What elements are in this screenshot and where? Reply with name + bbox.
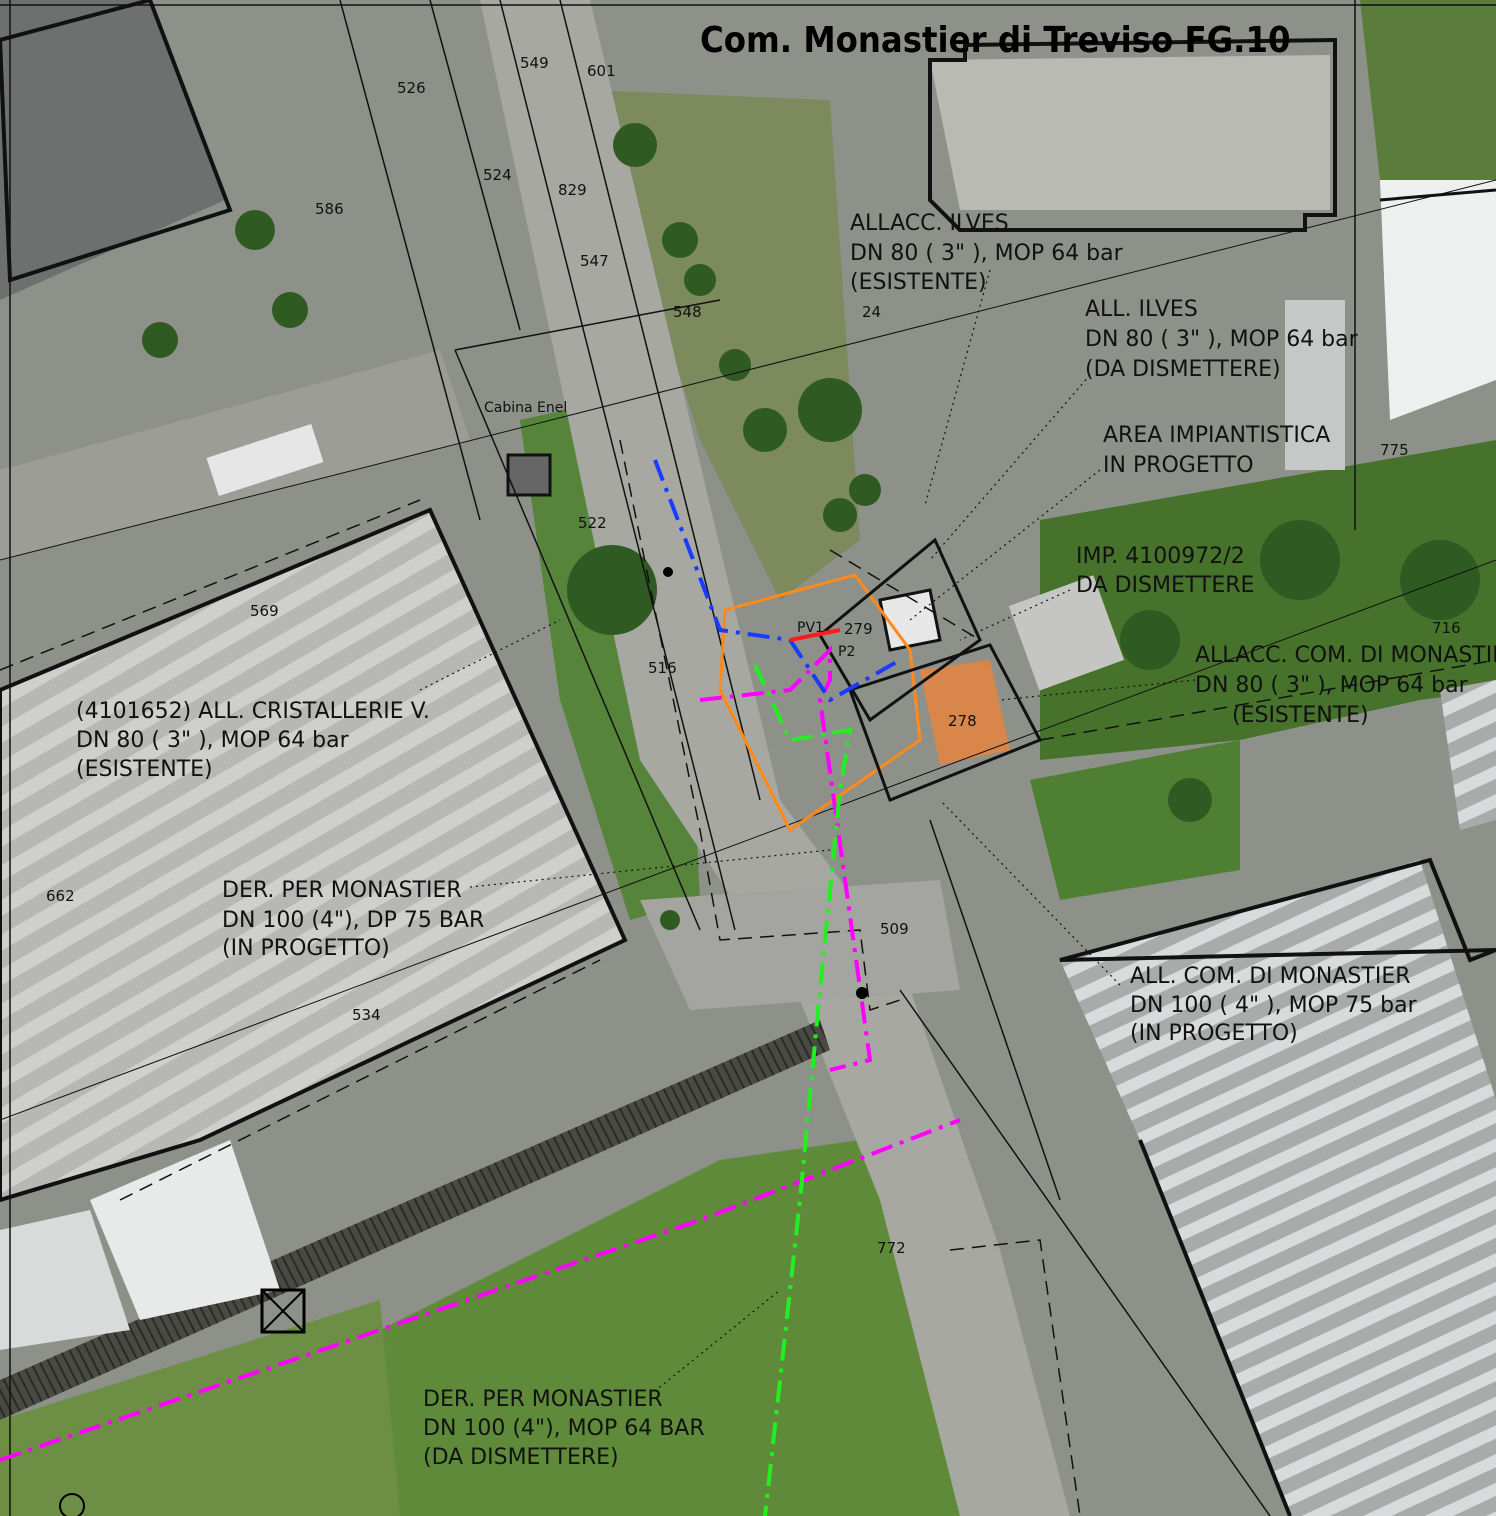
tanks <box>1285 300 1345 470</box>
valve-north <box>663 567 673 577</box>
trees-ne <box>1360 0 1496 180</box>
callout-area-impiantistica: AREA IMPIANTISTICA IN PROGETTO <box>1103 423 1330 478</box>
parking-south <box>640 880 960 1010</box>
building-ilves <box>930 55 1330 210</box>
callout-der-dismettere: DER. PER MONASTIER DN 100 (4"), MOP 64 B… <box>423 1387 705 1470</box>
pipeline-red <box>789 628 841 642</box>
pipeline-magenta-south <box>0 1118 961 1462</box>
lot-north <box>590 90 860 600</box>
svg-text:ALL. COM. DI MONASTIER: ALL. COM. DI MONASTIER <box>1130 964 1411 989</box>
parcel-516: 516 <box>648 659 677 677</box>
parcel-662: 662 <box>46 887 75 905</box>
svg-text:DN 80 ( 3" ), MOP 64 bar: DN 80 ( 3" ), MOP 64 bar <box>1085 327 1359 352</box>
callout-all-com-progetto: ALL. COM. DI MONASTIER DN 100 ( 4" ), MO… <box>1130 964 1418 1046</box>
svg-text:ALLACC. COM. DI MONASTIER: ALLACC. COM. DI MONASTIER <box>1195 643 1496 668</box>
cabina-enel-box <box>506 453 552 497</box>
building-279 <box>878 588 942 652</box>
parcel-278: 278 <box>948 712 977 730</box>
svg-text:ALL. ILVES: ALL. ILVES <box>1085 297 1198 322</box>
cabina-enel-label: Cabina Enel <box>484 400 567 416</box>
corner-marker <box>59 1493 85 1516</box>
svg-text:AREA IMPIANTISTICA: AREA IMPIANTISTICA <box>1103 423 1330 448</box>
parcel-534: 534 <box>352 1006 381 1024</box>
pipeline-magenta-project <box>699 645 873 1072</box>
fence-279 <box>818 537 982 723</box>
svg-text:(ESISTENTE): (ESISTENTE) <box>1232 703 1369 728</box>
trees <box>142 123 1480 930</box>
leader-lines <box>419 269 1196 1396</box>
svg-text:DER. PER MONASTIER: DER. PER MONASTIER <box>222 878 462 903</box>
parcel-509: 509 <box>880 920 909 938</box>
parcel-775: 775 <box>1380 441 1409 459</box>
parcel-24: 24 <box>862 303 881 321</box>
svg-text:DN 100 ( 4" ), MOP 75 bar: DN 100 ( 4" ), MOP 75 bar <box>1130 993 1418 1018</box>
parcel-601: 601 <box>587 62 616 80</box>
parcel-549: 549 <box>520 54 549 72</box>
building-east-small <box>1440 680 1496 830</box>
svg-text:(ESISTENTE): (ESISTENTE) <box>76 757 213 782</box>
svg-text:IMP. 4100972/2: IMP. 4100972/2 <box>1076 544 1245 569</box>
map-title: Com. Monastier di Treviso FG.10 <box>700 20 1291 61</box>
field-southwest <box>0 1300 400 1516</box>
dashed-boundaries <box>0 439 1496 1516</box>
callout-all-ilves: ALL. ILVES DN 80 ( 3" ), MOP 64 bar (DA … <box>1085 297 1359 382</box>
main-road <box>480 0 1070 1516</box>
imp-structure <box>1008 575 1125 691</box>
building-sw <box>90 1140 280 1320</box>
callout-imp: IMP. 4100972/2 DA DISMETTERE <box>1076 544 1254 598</box>
truck <box>206 423 324 497</box>
svg-text:DN 100 (4"), DP 75 BAR: DN 100 (4"), DP 75 BAR <box>222 908 484 933</box>
building-cristallerie <box>0 510 625 1200</box>
parcel-522: 522 <box>578 514 607 532</box>
svg-text:(DA DISMETTERE): (DA DISMETTERE) <box>423 1445 619 1470</box>
svg-text:(DA DISMETTERE): (DA DISMETTERE) <box>1085 357 1281 382</box>
parcel-569: 569 <box>250 602 279 620</box>
parcel-829: 829 <box>558 181 587 199</box>
parcel-524: 524 <box>483 166 512 184</box>
callout-allacc-com: ALLACC. COM. DI MONASTIER DN 80 ( 3" ), … <box>1195 643 1496 728</box>
parcel-526: 526 <box>397 79 426 97</box>
rail-marker <box>260 1288 306 1334</box>
fence-278 <box>848 643 1043 802</box>
p2-label: P2 <box>838 644 855 660</box>
svg-text:(IN PROGETTO): (IN PROGETTO) <box>1130 1021 1298 1046</box>
svg-text:DN 80 ( 3" ), MOP 64 bar: DN 80 ( 3" ), MOP 64 bar <box>850 241 1124 266</box>
svg-text:DN 80 ( 3" ), MOP 64 bar: DN 80 ( 3" ), MOP 64 bar <box>76 728 350 753</box>
svg-text:DN 100 (4"), MOP 64 BAR: DN 100 (4"), MOP 64 BAR <box>423 1416 705 1441</box>
valve-south <box>856 987 868 999</box>
building-east <box>1380 180 1496 420</box>
svg-text:IN PROGETTO: IN PROGETTO <box>1103 453 1254 478</box>
building-278 <box>920 660 1010 765</box>
pv1-label: PV1 <box>797 620 824 636</box>
parcel-716: 716 <box>1432 619 1461 637</box>
svg-text:DN 80 ( 3" ), MOP 64 bar: DN 80 ( 3" ), MOP 64 bar <box>1195 673 1469 698</box>
svg-text:(ESISTENTE): (ESISTENTE) <box>850 270 987 295</box>
callout-allacc-ilves: ALLACC. ILVES DN 80 ( 3" ), MOP 64 bar (… <box>850 211 1124 295</box>
parcel-547: 547 <box>580 252 609 270</box>
area-impiantistica-outline <box>718 573 922 833</box>
tree-belt-east <box>1040 440 1496 760</box>
parcel-548: 548 <box>673 303 702 321</box>
parcel-numbers: 549 601 526 524 829 586 547 548 24 522 5… <box>46 54 1461 1257</box>
svg-text:(IN PROGETTO): (IN PROGETTO) <box>222 936 390 961</box>
svg-text:DER. PER MONASTIER: DER. PER MONASTIER <box>423 1387 663 1412</box>
parcel-279: 279 <box>844 620 873 638</box>
building-monastier <box>1060 860 1496 1516</box>
green-strip <box>520 400 700 920</box>
callout-cristallerie: (4101652) ALL. CRISTALLERIE V. DN 80 ( 3… <box>76 699 430 782</box>
svg-text:DA DISMETTERE: DA DISMETTERE <box>1076 573 1254 598</box>
parcel-772: 772 <box>877 1239 906 1257</box>
parcel-586: 586 <box>315 200 344 218</box>
building-nw <box>0 0 225 300</box>
railway <box>0 1020 830 1420</box>
svg-text:(4101652) ALL. CRISTALLERIE V.: (4101652) ALL. CRISTALLERIE V. <box>76 699 430 724</box>
svg-text:ALLACC. ILVES: ALLACC. ILVES <box>850 211 1009 236</box>
callout-der-progetto: DER. PER MONASTIER DN 100 (4"), DP 75 BA… <box>222 878 484 961</box>
